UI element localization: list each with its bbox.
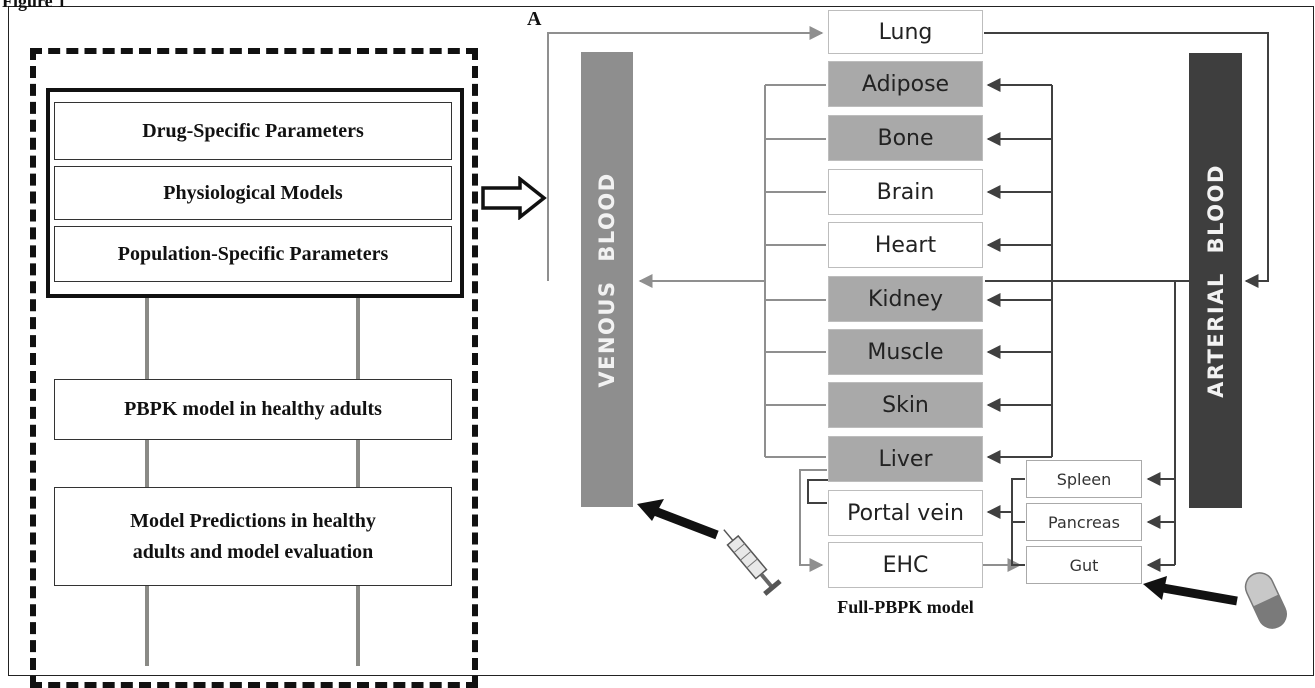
pill-icon: [1244, 572, 1287, 629]
organ-bone: Bone: [828, 115, 983, 161]
organ-lung: Lung: [828, 10, 983, 54]
organ-ehc: EHC: [828, 542, 983, 588]
organ-brain: Brain: [828, 169, 983, 215]
workflow-connector-left: [145, 298, 149, 666]
organ-gut: Gut: [1026, 546, 1142, 584]
model-predictions-line-2: adults and model evaluation: [132, 540, 374, 563]
organ-skin: Skin: [828, 382, 983, 428]
syringe-icon: [723, 529, 782, 596]
organ-pancreas: Pancreas: [1026, 503, 1142, 541]
organ-spleen: Spleen: [1026, 460, 1142, 498]
figure-heading-cropped: Figure 1: [2, 0, 67, 11]
arterial-blood-compartment: ARTERIAL BLOOD: [1189, 53, 1242, 508]
organ-muscle: Muscle: [828, 329, 983, 375]
workflow-connector-right: [356, 298, 360, 666]
model-predictions-box: Model Predictions in healthy adults and …: [54, 487, 452, 586]
venous-blood-label: VENOUS BLOOD: [595, 171, 619, 388]
drug-specific-parameters-box: Drug-Specific Parameters: [54, 102, 452, 160]
physiological-models-box: Physiological Models: [54, 166, 452, 220]
organ-portal-vein: Portal vein: [828, 490, 983, 536]
panel-label: A: [527, 8, 542, 30]
flow-arrow-icon: [481, 176, 547, 220]
full-pbpk-caption: Full-PBPK model: [837, 597, 974, 617]
organ-kidney: Kidney: [828, 276, 983, 322]
organ-adipose: Adipose: [828, 61, 983, 107]
venous-blood-compartment: VENOUS BLOOD: [581, 52, 633, 507]
model-predictions-line-1: Model Predictions in healthy: [130, 509, 376, 532]
organ-liver: Liver: [828, 436, 983, 482]
pbpk-connections: [547, 26, 1269, 606]
organ-heart: Heart: [828, 222, 983, 268]
population-specific-parameters-box: Population-Specific Parameters: [54, 226, 452, 282]
arterial-blood-label: ARTERIAL BLOOD: [1203, 163, 1228, 398]
pbpk-healthy-adults-box: PBPK model in healthy adults: [54, 379, 452, 440]
